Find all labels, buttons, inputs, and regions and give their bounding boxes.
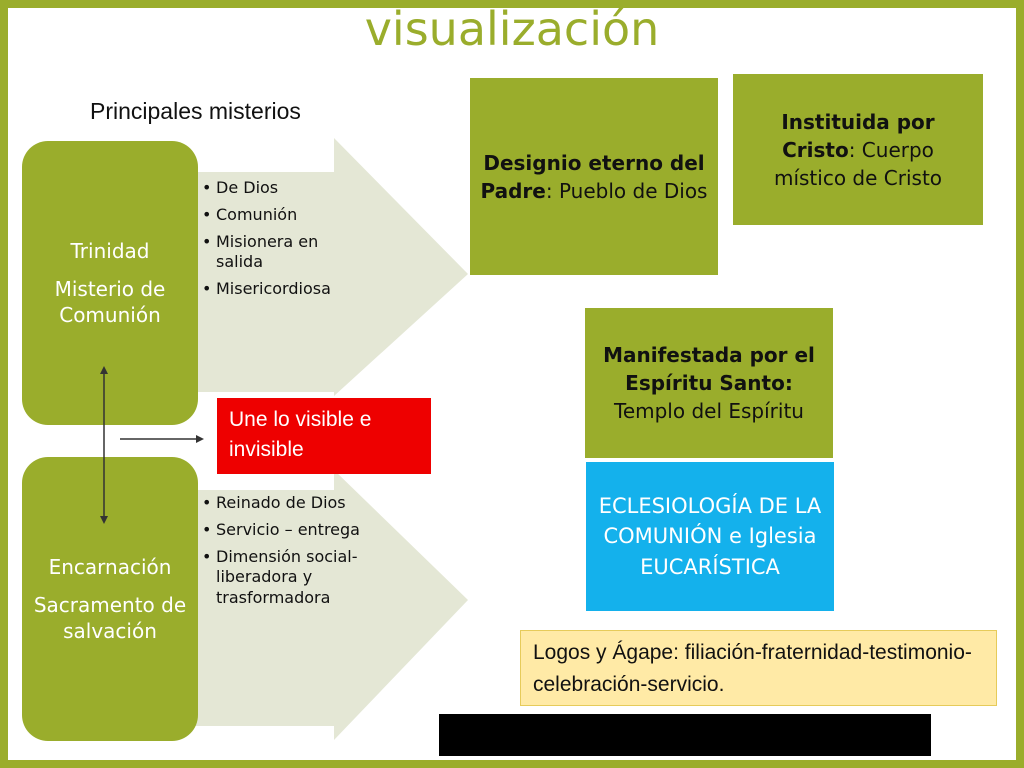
encarnacion-block: Encarnación Sacramento de salvación	[22, 457, 198, 741]
list-item: Servicio – entrega	[202, 520, 374, 541]
list-item: Misericordiosa	[202, 279, 352, 300]
eclesiologia-box: ECLESIOLOGÍA DE LA COMUNIÓN e Iglesia EU…	[586, 462, 834, 611]
une-visible-label: Une lo visible e invisible	[217, 398, 431, 474]
manifestada-box: Manifestada por el Espíritu Santo: Templo…	[585, 308, 833, 458]
list-item: Comunión	[202, 205, 352, 226]
instituida-bold: Instituida por Cristo	[781, 109, 935, 162]
instituida-box: Instituida por Cristo: Cuerpo místico de…	[733, 74, 983, 225]
slide-title: visualización	[364, 2, 660, 56]
misterio-comunion-label: Misterio de Comunión	[54, 277, 166, 327]
sacramento-label: Sacramento de salvación	[33, 593, 187, 643]
trinidad-block: Trinidad Misterio de Comunión	[22, 141, 198, 425]
list-item: Misionera en salida	[202, 232, 352, 274]
list-item: De Dios	[202, 178, 352, 199]
top-bullet-list: De Dios Comunión Misionera en salida Mis…	[202, 178, 352, 306]
designio-bold: Designio eterno del Padre	[480, 150, 705, 203]
manifestada-bold: Manifestada por el Espíritu Santo:	[603, 343, 815, 395]
logos-agape-box: Logos y Ágape: filiación-fraternidad-tes…	[520, 630, 997, 706]
list-item: Dimensión social-liberadora y trasformad…	[202, 547, 374, 609]
manifestada-text: Templo del Espíritu	[614, 399, 804, 423]
diagram-subtitle: Principales misterios	[90, 98, 301, 124]
encarnacion-label: Encarnación	[48, 555, 172, 579]
list-item: Reinado de Dios	[202, 493, 374, 514]
designio-box: Designio eterno del Padre: Pueblo de Dio…	[470, 78, 718, 275]
trinidad-label: Trinidad	[70, 239, 150, 263]
instituida-text: : Cuerpo místico de Cristo	[773, 137, 943, 190]
bottom-bullet-list: Reinado de Dios Servicio – entrega Dimen…	[202, 493, 374, 615]
designio-text: : Pueblo de Dios	[545, 178, 708, 203]
black-bar	[439, 714, 931, 756]
